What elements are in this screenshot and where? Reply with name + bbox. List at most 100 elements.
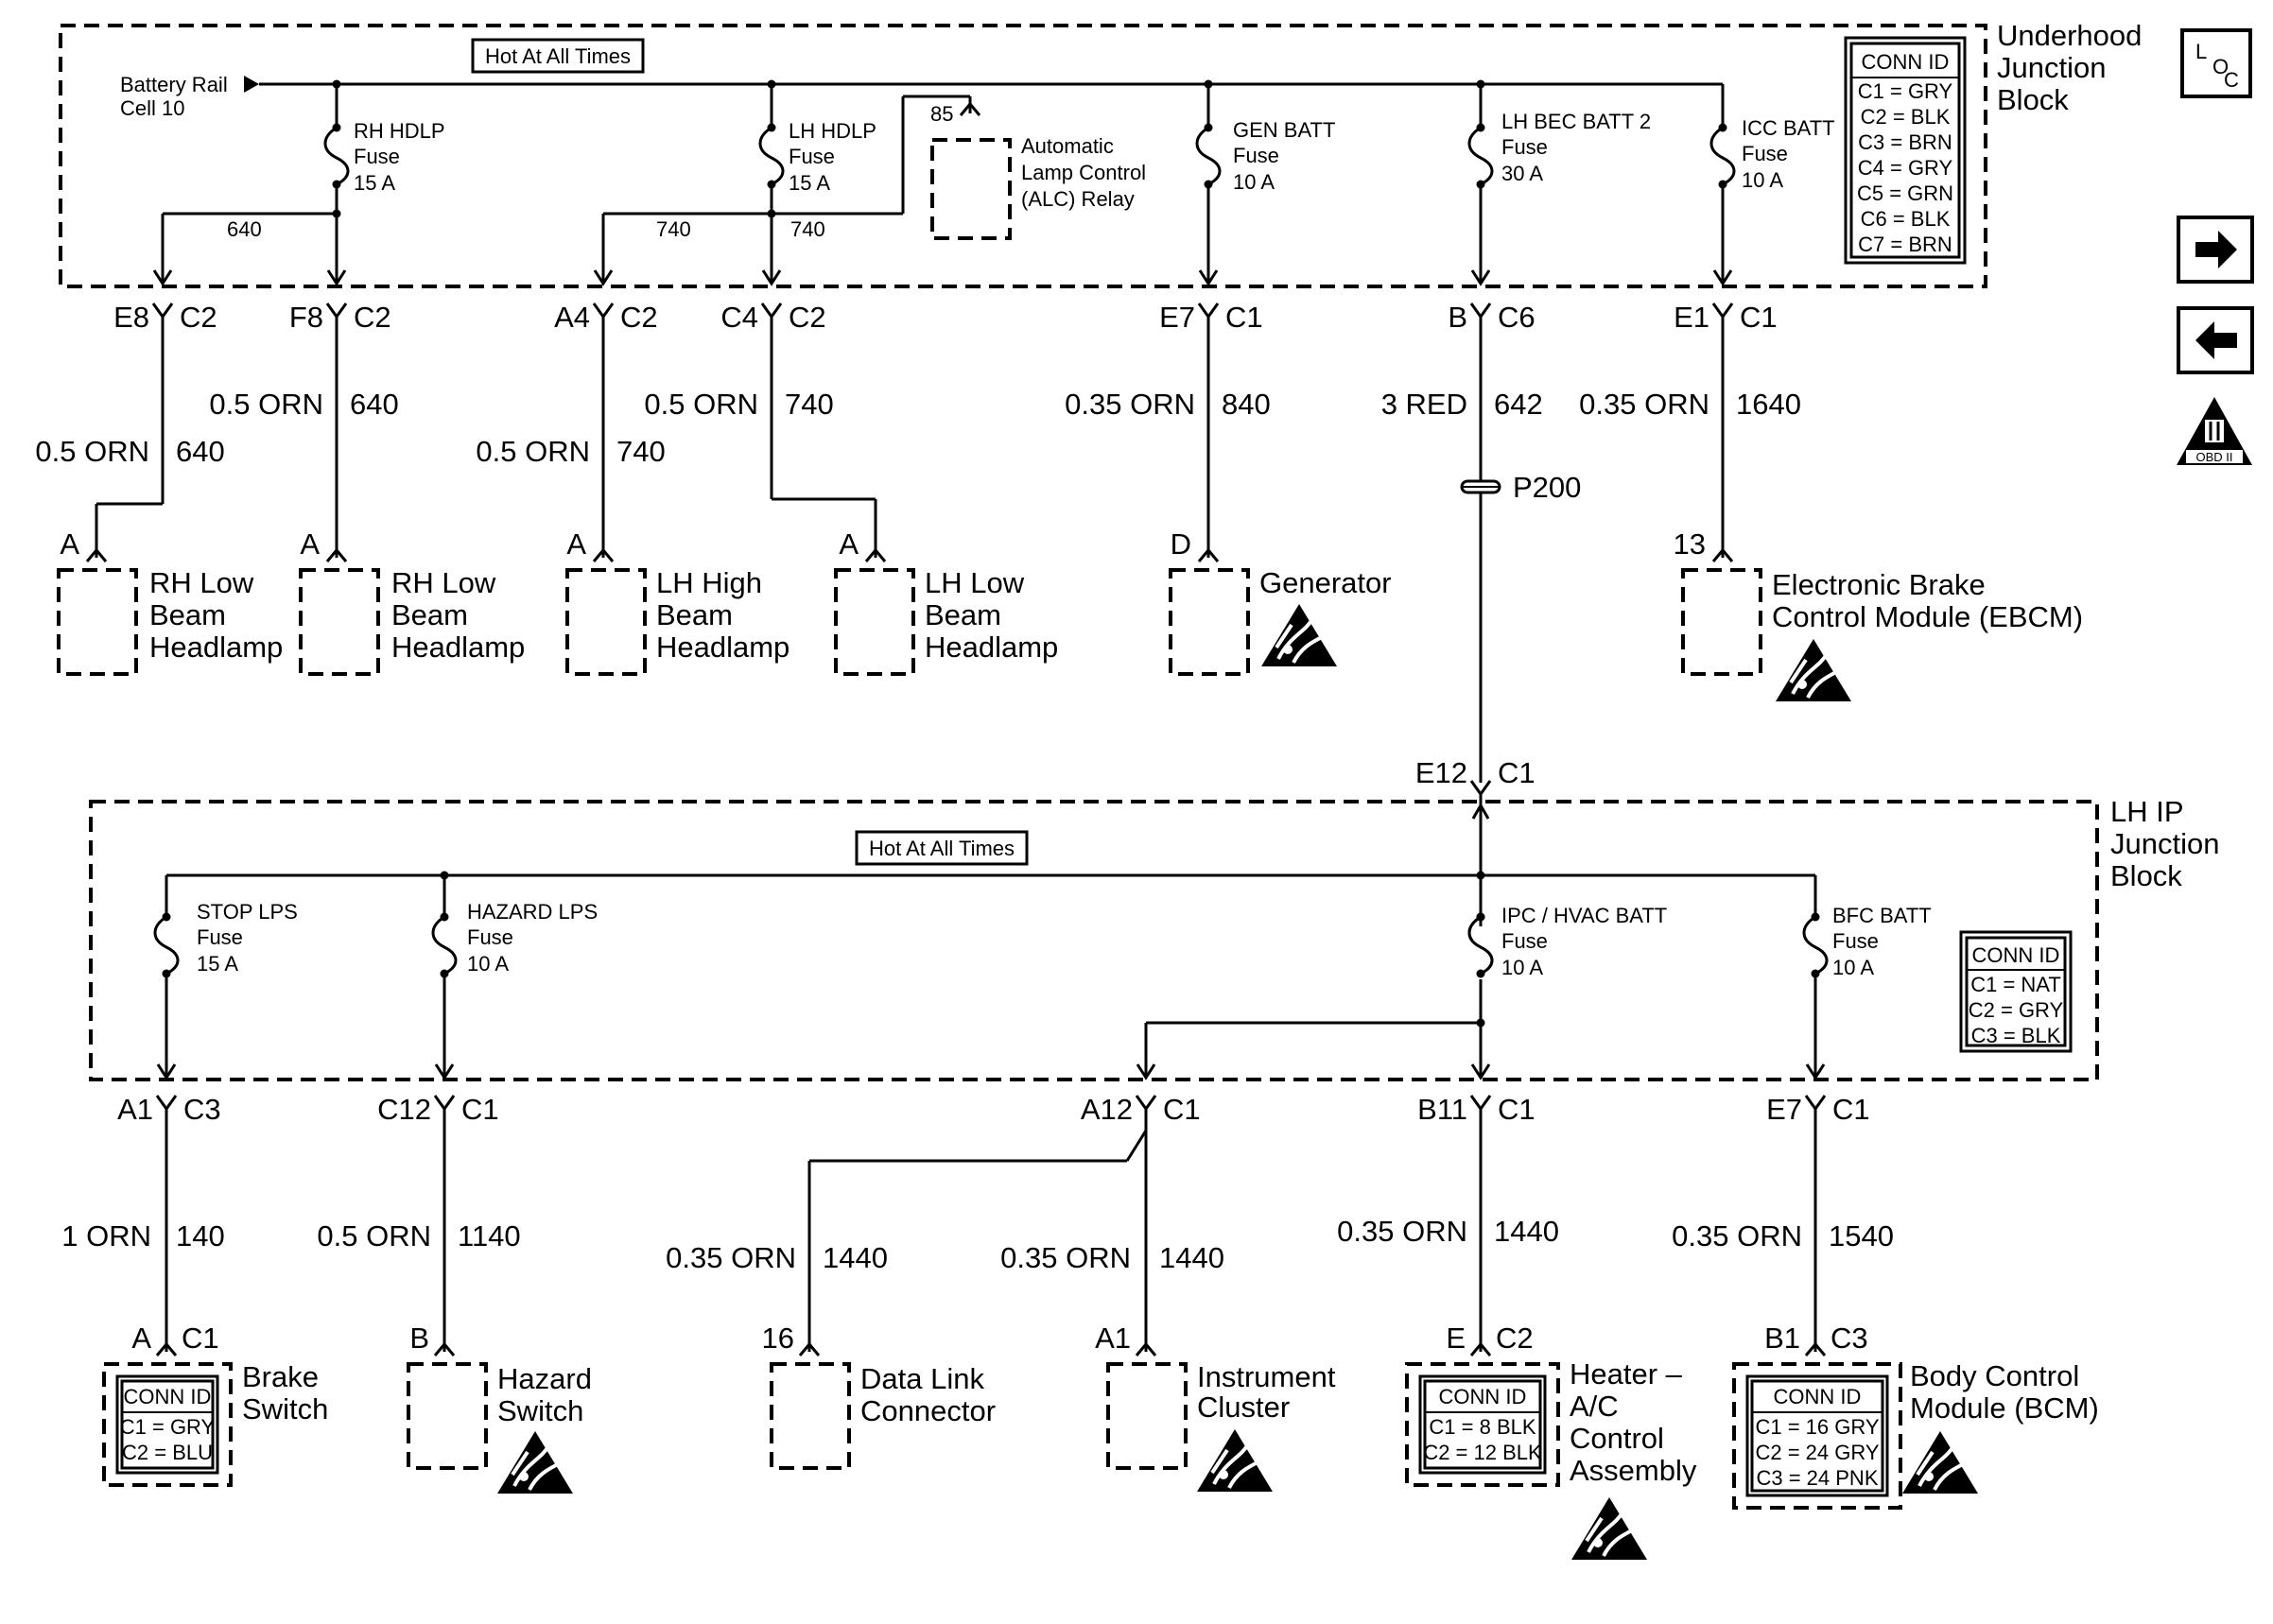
svg-text:RH Low: RH Low: [391, 566, 496, 599]
svg-text:Fuse: Fuse: [197, 925, 243, 949]
wire-color: 0.5 ORN: [644, 388, 758, 421]
svg-text:Headlamp: Headlamp: [391, 631, 525, 664]
svg-text:RH HDLP: RH HDLP: [354, 119, 445, 143]
svg-text:OBD II: OBD II: [2195, 450, 2232, 464]
underhood-title-3: Block: [1997, 83, 2069, 116]
conn-id-row: C4 = GRY: [1858, 156, 1953, 180]
svg-text:10 A: 10 A: [1501, 956, 1543, 979]
svg-text:Generator: Generator: [1259, 566, 1392, 599]
hot-at-all-times-label: Hot At All Times: [485, 44, 631, 68]
svg-text:Beam: Beam: [925, 598, 1001, 631]
fuse-lh-bec-batt-2: LH BEC BATT 2 Fuse 30 A: [1467, 79, 1651, 285]
arrow-left-icon[interactable]: [2177, 306, 2254, 374]
svg-text:Electronic Brake: Electronic Brake: [1772, 568, 1986, 601]
svg-text:L: L: [2195, 40, 2207, 63]
underhood-block-outline: [59, 24, 1987, 288]
svg-text:Fuse: Fuse: [1832, 929, 1879, 953]
svg-text:740: 740: [790, 217, 825, 241]
wire-circuit: 1640: [1736, 388, 1801, 421]
svg-text:HAZARD LPS: HAZARD LPS: [467, 900, 598, 924]
terminal-pin: E7: [1766, 1093, 1802, 1126]
svg-text:B: B: [409, 1322, 429, 1355]
bottom-wires: 1 ORN 140 0.5 ORN 1140 0.35 ORN 1440 0.3…: [61, 1109, 1894, 1352]
svg-text:15 A: 15 A: [789, 171, 830, 195]
svg-text:CONN ID: CONN ID: [1972, 943, 2060, 967]
arrow-right-icon[interactable]: [2177, 216, 2254, 284]
lhip-block-outline: [89, 800, 2099, 1081]
terminal-pin: C12: [377, 1093, 431, 1126]
fuse-bfc-batt: BFC BATT Fuse 10 A: [1802, 875, 1932, 1080]
svg-text:C2: C2: [1496, 1322, 1534, 1355]
esd-icon: [1195, 1427, 1275, 1494]
obd-ii-icon[interactable]: OBD II: [2177, 397, 2252, 465]
svg-text:D: D: [1171, 527, 1191, 561]
svg-text:C3 = BLK: C3 = BLK: [1971, 1024, 2061, 1047]
lhip-conn-id-table: CONN ID C1 = NAT C2 = GRY C3 = BLK: [1959, 930, 2073, 1053]
svg-text:13: 13: [1674, 527, 1706, 561]
svg-text:10 A: 10 A: [1742, 168, 1783, 192]
svg-text:10 A: 10 A: [467, 952, 509, 976]
svg-text:A/C: A/C: [1570, 1390, 1619, 1423]
terminal-conn: C1: [1832, 1093, 1870, 1126]
terminal-pin: B11: [1417, 1093, 1467, 1126]
component-rh-low-beam-headlamp: A RH Low Beam Headlamp: [299, 527, 525, 676]
svg-text:Instrument: Instrument: [1197, 1360, 1336, 1393]
component-hazard-switch: B Hazard Switch: [407, 1322, 592, 1495]
svg-text:Beam: Beam: [656, 598, 733, 631]
terminal-pin: A4: [554, 301, 590, 334]
underhood-terminals: E8 C2 F8 C2 A4 C2 C4 C2 E7 C1 B C6 E1 C1: [113, 301, 1778, 334]
svg-text:Heater –: Heater –: [1570, 1357, 1683, 1391]
underhood-title-1: Underhood: [1997, 19, 2142, 52]
terminal-conn: C1: [1740, 301, 1778, 334]
svg-text:C1 = GRY: C1 = GRY: [120, 1415, 216, 1439]
conn-id-row: C2 = BLK: [1861, 105, 1951, 129]
bottom-components: A C1 CONN ID C1 = GRY C2 = BLU Brake Swi…: [102, 1322, 2099, 1562]
conn-id-row: C3 = BRN: [1858, 130, 1952, 154]
component-heater-ac-control-assembly: E C2 CONN ID C1 = 8 BLK C2 = 12 BLK Heat…: [1405, 1322, 1697, 1562]
svg-text:C: C: [2224, 68, 2239, 92]
loc-icon[interactable]: L O C: [2180, 28, 2252, 98]
svg-text:Headlamp: Headlamp: [149, 631, 283, 664]
underhood-conn-id-table: CONN ID C1 = GRY C2 = BLK C3 = BRN C4 = …: [1844, 36, 1967, 265]
svg-text:P200: P200: [1513, 471, 1581, 504]
terminal-pin: B: [1448, 301, 1467, 334]
svg-text:C3: C3: [1831, 1322, 1868, 1355]
esd-icon: [1259, 602, 1339, 668]
fuse-ipc-hvac-batt: IPC / HVAC BATT Fuse 10 A: [1136, 871, 1667, 1080]
wire-circuit: 640: [350, 388, 399, 421]
component-generator: D Generator: [1169, 527, 1392, 676]
svg-text:15 A: 15 A: [197, 952, 238, 976]
component-instrument-cluster: A1 Instrument Cluster: [1095, 1322, 1336, 1494]
terminal-pin: A1: [117, 1093, 153, 1126]
svg-text:Beam: Beam: [149, 598, 226, 631]
terminal-pin: E12: [1415, 756, 1467, 789]
svg-text:C2 = BLU: C2 = BLU: [122, 1441, 213, 1464]
conn-id-header: CONN ID: [1862, 50, 1950, 74]
svg-text:A: A: [131, 1322, 151, 1355]
alc-relay: 85 Automatic Lamp Control (ALC) Relay: [930, 102, 1146, 240]
svg-text:CONN ID: CONN ID: [1439, 1385, 1527, 1408]
svg-text:LH HDLP: LH HDLP: [789, 119, 876, 143]
svg-text:Body Control: Body Control: [1910, 1359, 2079, 1392]
svg-text:Fuse: Fuse: [1233, 144, 1279, 167]
wire-color: 3 RED: [1381, 388, 1467, 421]
conn-id-row: C6 = BLK: [1861, 207, 1951, 231]
fuse-hazard-lps: HAZARD LPS Fuse 10 A: [431, 871, 598, 1080]
brake-switch-conn-id-table: CONN ID C1 = GRY C2 = BLU: [115, 1374, 219, 1475]
svg-text:CONN ID: CONN ID: [124, 1385, 212, 1408]
top-wires: 0.5 ORN 640 0.5 ORN 640 0.5 ORN 740 0.5 …: [35, 317, 1801, 783]
terminal-conn: C1: [1225, 301, 1263, 334]
fuse-stop-lps: STOP LPS Fuse 15 A: [153, 875, 298, 1080]
wire-circuit: 740: [616, 435, 666, 468]
svg-text:740: 740: [656, 217, 691, 241]
wire-circuit: 740: [785, 388, 834, 421]
conn-id-row: C1 = GRY: [1858, 79, 1953, 103]
fuse-gen-batt: GEN BATT Fuse 10 A: [1195, 79, 1335, 285]
terminal-pin: A12: [1081, 1093, 1133, 1126]
wire-color: 0.5 ORN: [209, 388, 323, 421]
wire-circuit: 1540: [1829, 1219, 1894, 1253]
svg-text:Connector: Connector: [860, 1394, 996, 1427]
terminal-conn: C6: [1498, 301, 1536, 334]
wire-color: 0.35 ORN: [1672, 1219, 1802, 1253]
